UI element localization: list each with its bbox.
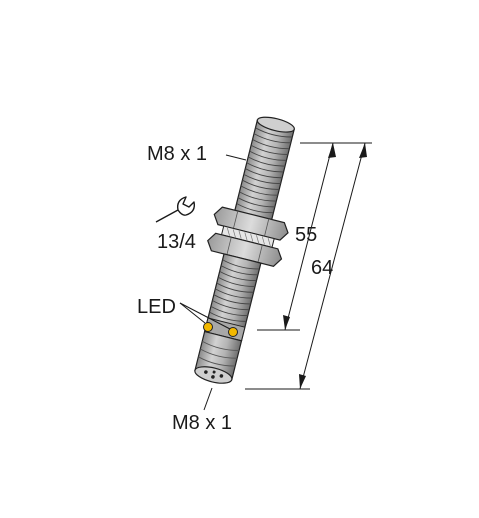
sensing-face — [256, 116, 295, 133]
lower-thread-lines — [209, 259, 260, 322]
dimension-lines — [245, 142, 372, 390]
leader-led-right — [179, 302, 231, 330]
dim-line-64 — [299, 142, 366, 390]
wrench-icon — [155, 196, 196, 223]
connector-grip — [198, 340, 240, 367]
sensor-body — [194, 116, 295, 384]
wrench-size-label: 13/4 — [157, 231, 196, 253]
upper-thread-lines — [236, 127, 293, 214]
leader-lines — [179, 154, 247, 411]
arrow-55-top — [328, 143, 336, 158]
leader-led-left — [179, 302, 206, 324]
arrow-55-bottom — [283, 315, 290, 330]
connector-face — [194, 366, 233, 384]
washer-serration — [227, 227, 271, 247]
leader-thread-top — [225, 154, 247, 161]
led-label: LED — [137, 296, 176, 318]
connector-pins — [204, 370, 224, 379]
arrow-64-bottom — [299, 374, 306, 389]
lower-nut — [207, 232, 283, 267]
dimension-64-label: 64 — [311, 257, 334, 279]
dim-line-55 — [284, 142, 334, 331]
arrow-64-top — [359, 143, 367, 158]
led-left — [203, 322, 213, 332]
dimension-55-label: 55 — [295, 224, 318, 246]
dimension-arrows — [283, 143, 367, 389]
leader-thread-bottom — [203, 387, 213, 411]
thread-bottom-label: M8 x 1 — [172, 412, 233, 434]
led-right — [228, 327, 238, 337]
upper-nut — [213, 206, 289, 241]
thread-top-label: M8 x 1 — [147, 143, 208, 165]
